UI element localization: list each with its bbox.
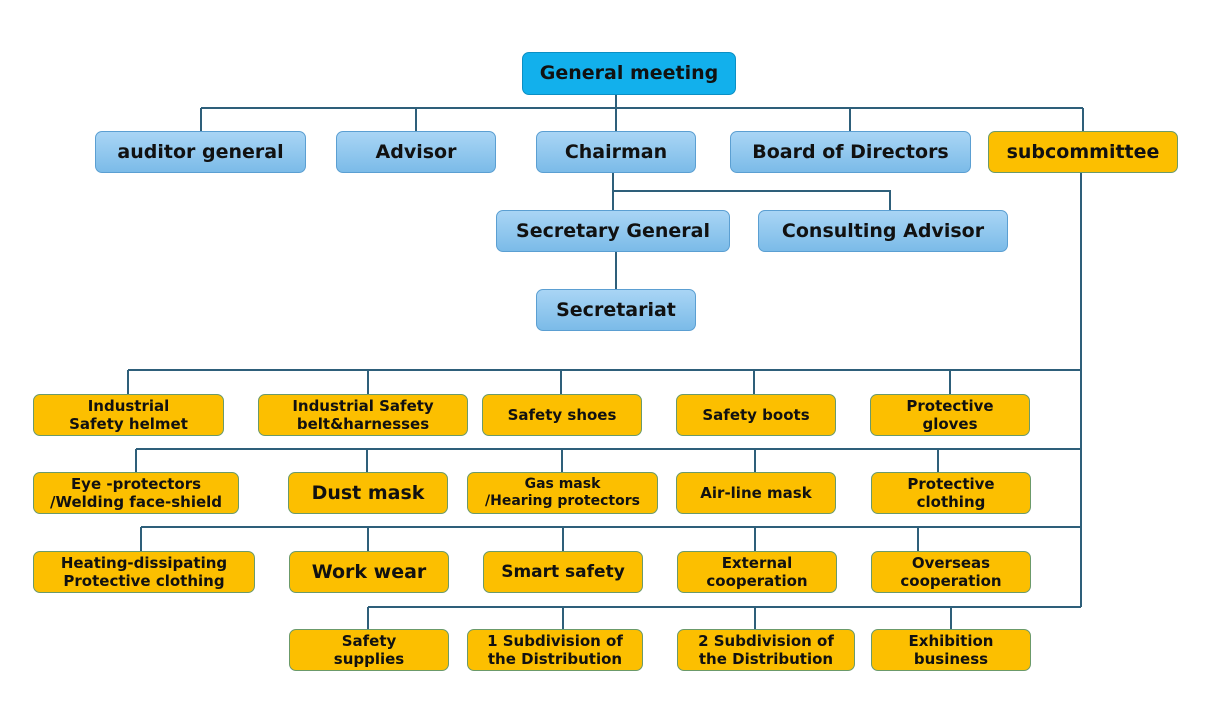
node-air-line-mask: Air-line mask (676, 472, 836, 514)
node-protective-gloves: Protective gloves (870, 394, 1030, 436)
node-safety-helmet: Industrial Safety helmet (33, 394, 224, 436)
node-external-cooperation: External cooperation (677, 551, 837, 593)
node-smart-safety: Smart safety (483, 551, 643, 593)
node-safety-boots: Safety boots (676, 394, 836, 436)
node-safety-supplies: Safety supplies (289, 629, 449, 671)
node-safety-belt: Industrial Safety belt&harnesses (258, 394, 468, 436)
node-consulting-advisor: Consulting Advisor (758, 210, 1008, 252)
node-gas-mask: Gas mask /Hearing protectors (467, 472, 658, 514)
node-overseas-cooperation: Overseas cooperation (871, 551, 1031, 593)
node-subdivision-2: 2 Subdivision of the Distribution (677, 629, 855, 671)
node-general-meeting: General meeting (522, 52, 736, 95)
node-work-wear: Work wear (289, 551, 449, 593)
node-dust-mask: Dust mask (288, 472, 448, 514)
node-protective-clothing: Protective clothing (871, 472, 1031, 514)
node-subdivision-1: 1 Subdivision of the Distribution (467, 629, 643, 671)
node-board-of-directors: Board of Directors (730, 131, 971, 173)
node-exhibition-business: Exhibition business (871, 629, 1031, 671)
node-subcommittee: subcommittee (988, 131, 1178, 173)
node-eye-protectors: Eye -protectors /Welding face-shield (33, 472, 239, 514)
node-secretariat: Secretariat (536, 289, 696, 331)
node-safety-shoes: Safety shoes (482, 394, 642, 436)
node-advisor: Advisor (336, 131, 496, 173)
node-auditor-general: auditor general (95, 131, 306, 173)
node-chairman: Chairman (536, 131, 696, 173)
node-heating-dissipating: Heating-dissipating Protective clothing (33, 551, 255, 593)
node-secretary-general: Secretary General (496, 210, 730, 252)
